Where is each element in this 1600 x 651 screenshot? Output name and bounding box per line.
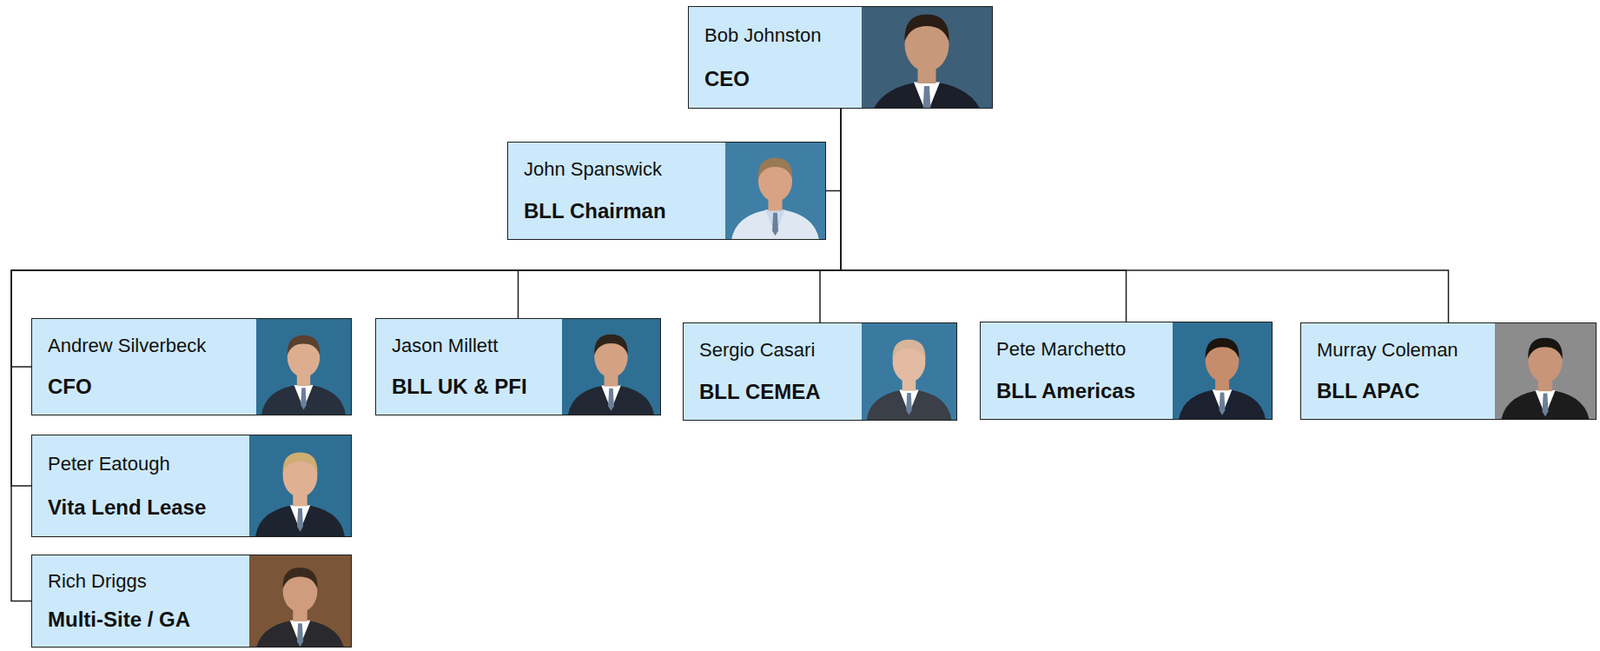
- person-name: Pete Marchetto: [996, 337, 1126, 361]
- org-connector: [826, 108, 841, 192]
- org-box: Bob JohnstonCEO: [687, 6, 993, 109]
- portrait-photo: [256, 318, 351, 415]
- text-column: Sergio CasariBLL CEMEA: [683, 323, 862, 420]
- portrait-photo: [861, 323, 957, 420]
- org-box: John SpanswickBLL Chairman: [507, 141, 827, 240]
- text-column: Peter EatoughVita Lend Lease: [32, 435, 250, 536]
- text-column: John SpanswickBLL Chairman: [508, 142, 726, 239]
- org-box: Peter EatoughVita Lend Lease: [31, 434, 352, 537]
- portrait-photo: [725, 142, 826, 239]
- text-column: Bob JohnstonCEO: [688, 6, 862, 108]
- text-column: Andrew SilverbeckCFO: [32, 318, 257, 415]
- portrait-photo: [249, 435, 351, 536]
- person-name: Andrew Silverbeck: [47, 334, 206, 358]
- org-connector: [11, 108, 841, 602]
- person-name: Sergio Casari: [699, 338, 815, 362]
- org-box: Jason MillettBLL UK & PFI: [375, 317, 662, 416]
- role-title: BLL Americas: [996, 378, 1136, 404]
- role-title: Multi-Site / GA: [47, 607, 191, 632]
- text-column: Murray ColemanBLL APAC: [1301, 323, 1495, 419]
- portrait-photo: [1494, 323, 1596, 419]
- org-box: Sergio CasariBLL CEMEA: [682, 322, 958, 421]
- person-name: Rich Driggs: [47, 569, 147, 593]
- role-title: BLL UK & PFI: [391, 374, 528, 399]
- org-connector: [840, 108, 1449, 323]
- org-connector: [11, 108, 841, 486]
- role-title: CEO: [704, 66, 750, 92]
- role-title: BLL Chairman: [523, 198, 667, 224]
- person-name: Jason Millett: [391, 334, 498, 358]
- person-name: Peter Eatough: [47, 452, 171, 476]
- role-title: BLL APAC: [1316, 378, 1420, 404]
- person-name: John Spanswick: [523, 158, 662, 181]
- role-title: BLL CEMEA: [699, 379, 821, 404]
- org-connector: [840, 108, 1127, 322]
- role-title: CFO: [47, 374, 93, 399]
- org-box: Rich DriggsMulti-Site / GA: [31, 554, 352, 648]
- person-name: Bob Johnston: [704, 24, 822, 47]
- text-column: Rich DriggsMulti-Site / GA: [32, 555, 250, 647]
- person-name: Murray Coleman: [1316, 338, 1459, 362]
- portrait-photo: [249, 555, 351, 647]
- portrait-photo: [561, 318, 661, 415]
- org-box: Pete MarchettoBLL Americas: [979, 321, 1273, 420]
- text-column: Jason MillettBLL UK & PFI: [376, 318, 562, 415]
- org-box: Andrew SilverbeckCFO: [31, 317, 352, 416]
- portrait-photo: [861, 6, 992, 108]
- text-column: Pete MarchettoBLL Americas: [980, 322, 1173, 419]
- org-box: Murray ColemanBLL APAC: [1300, 322, 1597, 420]
- role-title: Vita Lend Lease: [47, 495, 206, 520]
- portrait-photo: [1172, 322, 1272, 419]
